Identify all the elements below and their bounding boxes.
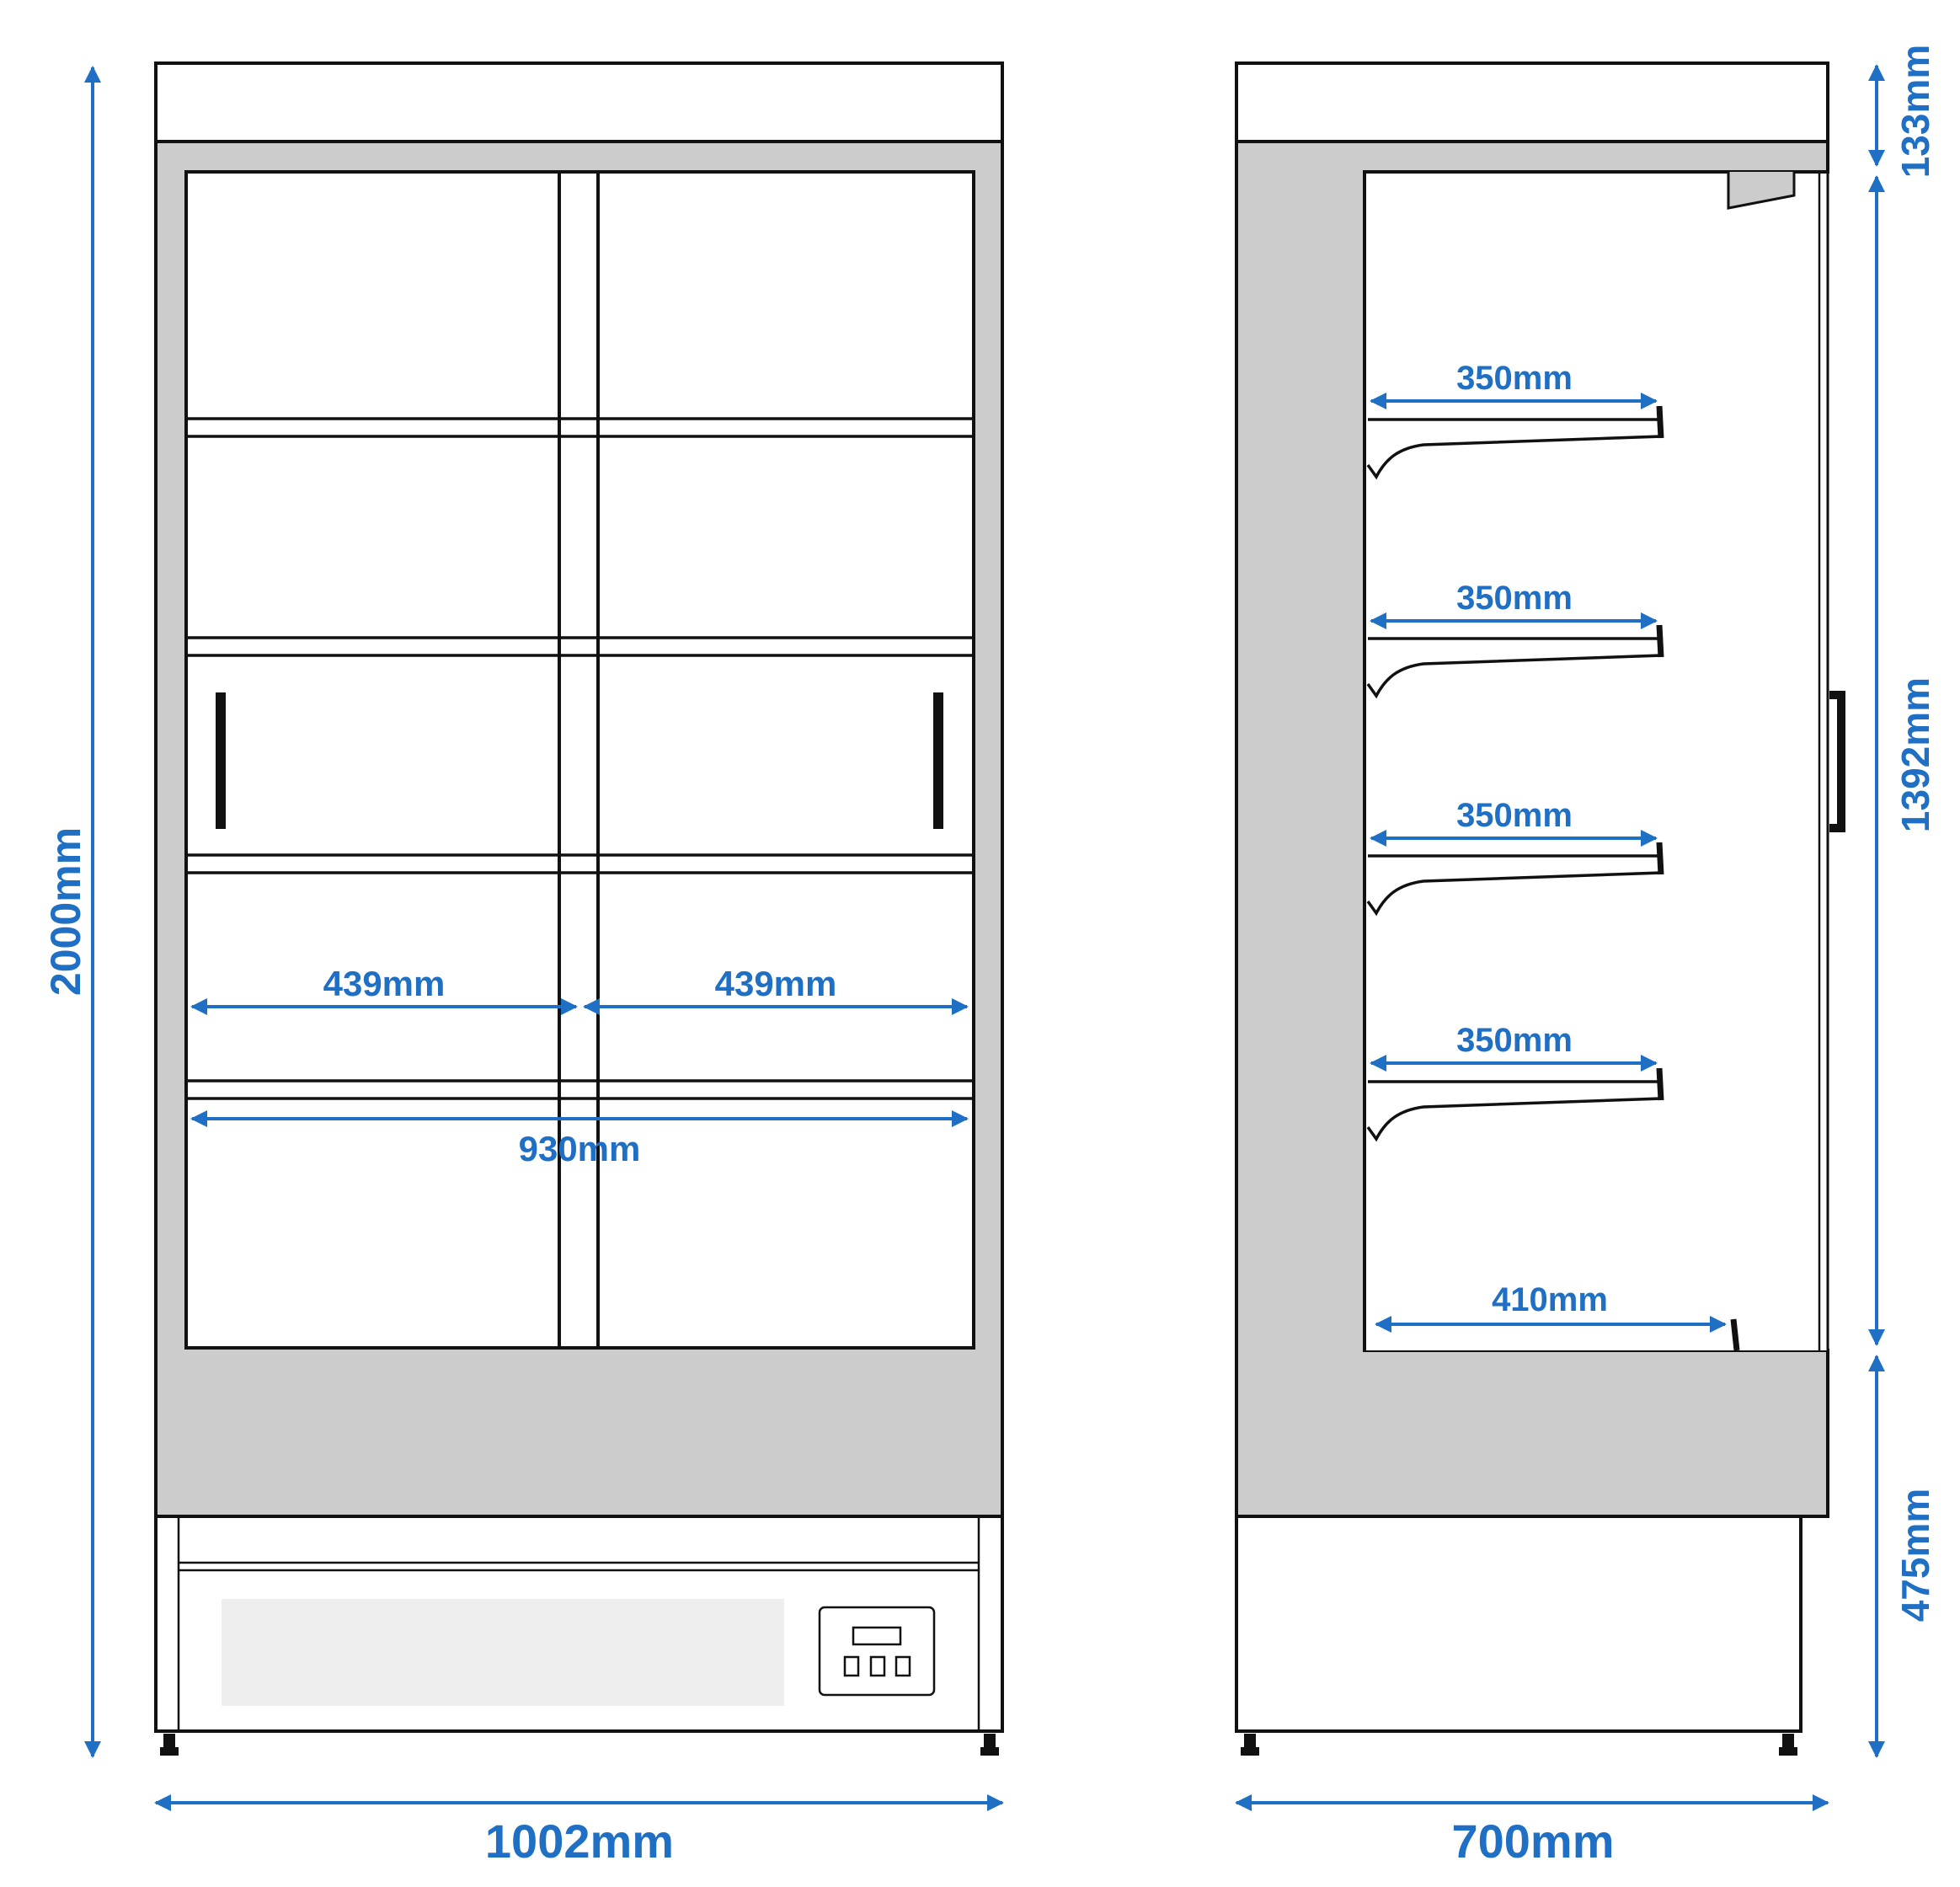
side-foot-left [1241,1734,1259,1756]
side-base [1235,1515,1802,1733]
front-width-label: 1002mm [485,1815,674,1868]
front-shelves [186,417,974,1100]
door-handle-icon [933,692,943,829]
bottom-depth-label: 410mm [1492,1281,1608,1318]
side-depth-label: 700mm [1451,1815,1614,1868]
thermostat-panel-icon [818,1606,936,1697]
door-handle-icon [1829,691,1845,832]
front-foot-left [160,1734,179,1756]
front-left-section-label: 439mm [323,964,446,1003]
shelf-depth-label-4: 350mm [1456,1022,1573,1059]
front-top-header [154,61,1004,143]
front-foot-right [980,1734,999,1756]
front-base-display-panel [222,1599,784,1706]
side-dimensions [1235,64,1885,1811]
side-canopy-bracket [1727,172,1796,210]
front-right-section-label: 439mm [715,964,837,1003]
front-interior-width-label: 930mm [519,1129,641,1168]
door-handle-icon [216,692,226,829]
side-interior-height-label: 1392mm [1893,677,1937,832]
front-view [154,61,1004,1756]
front-height-label: 2000mm [42,827,89,996]
side-foot-right [1779,1734,1797,1756]
shelf-depth-label-3: 350mm [1456,797,1573,834]
side-base-height-label: 475mm [1893,1489,1937,1622]
shelf-depth-label-2: 350mm [1456,580,1573,617]
side-interior [1365,172,1828,1350]
front-glass-area [184,170,975,1350]
side-shelves [1366,405,1740,1351]
side-top-height-label: 133mm [1893,45,1937,179]
side-view [1235,61,1845,1756]
shelf-depth-label-1: 350mm [1456,360,1573,397]
front-dimensions [84,66,1004,1811]
side-top-header [1235,61,1829,143]
